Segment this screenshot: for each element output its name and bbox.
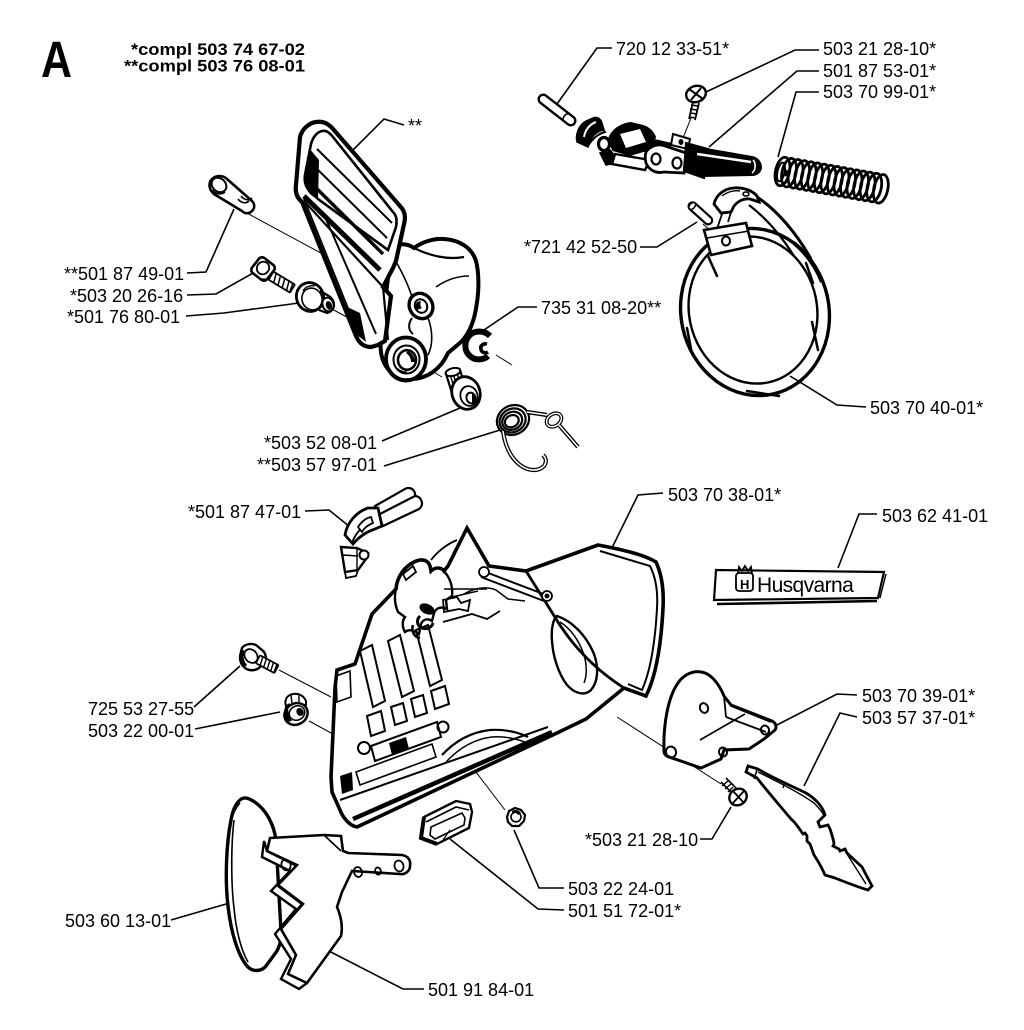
svg-text:503 21 28-10*: 503 21 28-10* <box>823 39 936 59</box>
svg-text:H: H <box>740 577 749 592</box>
svg-text:735 31 08-20**: 735 31 08-20** <box>541 298 661 318</box>
svg-text:501 91 84-01: 501 91 84-01 <box>428 980 534 1000</box>
svg-text:A: A <box>41 31 72 88</box>
svg-text:*501 76 80-01: *501 76 80-01 <box>67 307 180 327</box>
svg-text:*compl 503 74 67-02: *compl 503 74 67-02 <box>131 40 305 59</box>
svg-text:720 12 33-51*: 720 12 33-51* <box>616 39 729 59</box>
svg-text:**503 57 97-01: **503 57 97-01 <box>257 455 377 475</box>
svg-text:**compl 503 76 08-01: **compl 503 76 08-01 <box>124 57 305 76</box>
svg-text:*721 42 52-50: *721 42 52-50 <box>524 237 637 257</box>
svg-text:Husqvarna: Husqvarna <box>757 574 854 597</box>
svg-text:**: ** <box>408 116 422 136</box>
svg-text:503 62 41-01: 503 62 41-01 <box>882 506 988 526</box>
svg-text:503 70 39-01*: 503 70 39-01* <box>862 686 975 706</box>
svg-text:503 60 13-01: 503 60 13-01 <box>65 911 171 931</box>
svg-text:*503 20 26-16: *503 20 26-16 <box>70 286 183 306</box>
svg-text:725 53 27-55: 725 53 27-55 <box>88 699 194 719</box>
svg-text:503 70 38-01*: 503 70 38-01* <box>668 485 781 505</box>
svg-text:*503 52 08-01: *503 52 08-01 <box>264 433 377 453</box>
svg-text:503 70 40-01*: 503 70 40-01* <box>870 398 983 418</box>
svg-text:503 70 99-01*: 503 70 99-01* <box>823 82 936 102</box>
svg-text:501 51 72-01*: 501 51 72-01* <box>568 901 681 921</box>
svg-text:*501 87 47-01: *501 87 47-01 <box>188 502 301 522</box>
svg-text:*503 21 28-10: *503 21 28-10 <box>585 830 698 850</box>
svg-text:503 22 00-01: 503 22 00-01 <box>88 721 194 741</box>
svg-text:**501 87 49-01: **501 87 49-01 <box>64 264 184 284</box>
svg-text:501 87 53-01*: 501 87 53-01* <box>823 61 936 81</box>
svg-text:503 22 24-01: 503 22 24-01 <box>568 879 674 899</box>
svg-text:503 57 37-01*: 503 57 37-01* <box>862 708 975 728</box>
